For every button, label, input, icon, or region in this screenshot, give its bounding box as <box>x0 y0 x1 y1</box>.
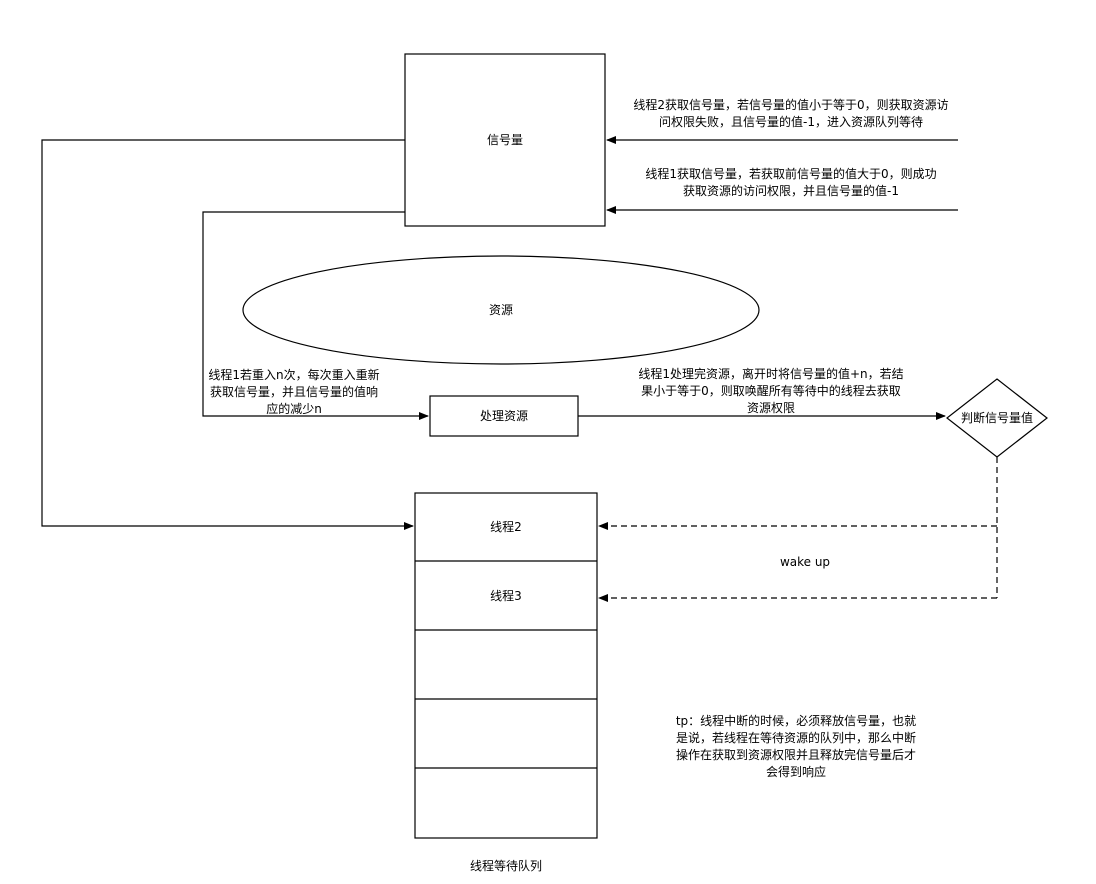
label-line: 获取资源的访问权限，并且信号量的值-1 <box>683 184 899 198</box>
resource-ellipse <box>242 255 760 365</box>
queue-slot: 线程2 <box>490 520 522 534</box>
label-line: 果小于等于0，则取唤醒所有等待中的线程去获取 <box>641 384 901 398</box>
wait-queue <box>414 492 598 839</box>
thread1-acquire-label: 线程1获取信号量，若获取前信号量的值大于0，则成功 获取资源的访问权限，并且信号… <box>620 166 962 200</box>
note-line: 会得到响应 <box>765 765 826 779</box>
note-line: 是说，若线程在等待资源的队列中，那么中断 <box>675 731 916 745</box>
interrupt-note: tp：线程中断的时候，必须释放信号量，也就 是说，若线程在等待资源的队列中，那么… <box>660 713 932 781</box>
process-box <box>429 395 579 437</box>
label-line: 问权限失败，且信号量的值-1，进入资源队列等待 <box>659 115 923 129</box>
note-line: tp：线程中断的时候，必须释放信号量，也就 <box>675 714 917 728</box>
decision-label: 判断信号量值 <box>960 411 1033 425</box>
semaphore-label: 信号量 <box>486 133 523 147</box>
reentry-label: 线程1若重入n次，每次重入重新 获取信号量，并且信号量的值响 应的减少n <box>196 367 392 418</box>
label-line: 获取信号量，并且信号量的值响 <box>209 385 378 399</box>
process-label: 处理资源 <box>479 409 528 423</box>
semaphore-to-process-arrow <box>202 211 429 420</box>
label-line: 应的减少n <box>266 402 322 416</box>
resource-label: 资源 <box>488 303 513 317</box>
label-line: 线程1若重入n次，每次重入重新 <box>208 368 380 382</box>
release-label: 线程1处理完资源，离开时将信号量的值+n，若结 果小于等于0，则取唤醒所有等待中… <box>614 366 928 417</box>
queue-title: 线程等待队列 <box>469 859 542 873</box>
wake-up-label: wake up <box>779 555 831 569</box>
label-line: 资源权限 <box>746 401 795 415</box>
thread2-acquire-label: 线程2获取信号量，若信号量的值小于等于0，则获取资源访 问权限失败，且信号量的值… <box>610 97 972 131</box>
queue-slot: 线程3 <box>490 589 522 603</box>
label-line: 线程1获取信号量，若获取前信号量的值大于0，则成功 <box>645 167 937 181</box>
note-line: 操作在获取到资源权限并且释放完信号量后才 <box>675 748 916 762</box>
semaphore-to-queue-arrow <box>41 139 414 530</box>
semaphore-box <box>404 53 606 227</box>
label-line: 线程2获取信号量，若信号量的值小于等于0，则获取资源访 <box>633 98 949 112</box>
label-line: 线程1处理完资源，离开时将信号量的值+n，若结 <box>638 367 904 381</box>
